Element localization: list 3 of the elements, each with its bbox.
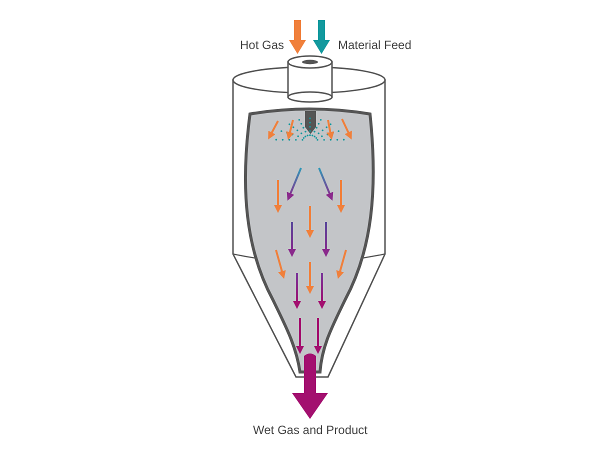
label: Wet Gas and Product [253,423,368,437]
label: Hot Gas [240,38,284,52]
label: Material Feed [338,38,412,52]
